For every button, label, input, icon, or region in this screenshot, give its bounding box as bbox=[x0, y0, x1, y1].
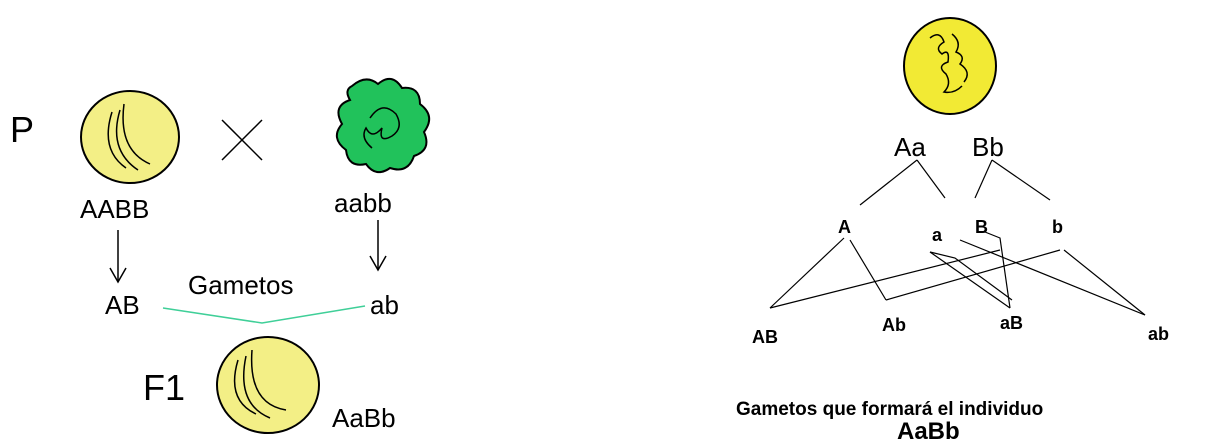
combination-lines bbox=[769, 231, 1146, 316]
gametes-label: Gametos bbox=[188, 270, 294, 300]
f1-label: F1 bbox=[143, 367, 186, 408]
gamete-ab-lower: ab bbox=[370, 290, 399, 320]
caption-line1: Gametos que formará el individuo bbox=[736, 399, 1044, 420]
gamete-AB: AB bbox=[752, 327, 778, 347]
parent1-genotype: AABB bbox=[80, 194, 150, 224]
gamete-union-line bbox=[162, 305, 366, 324]
smooth-yellow-pea-icon bbox=[80, 90, 180, 184]
allele-a: a bbox=[932, 225, 943, 245]
parent2-genotype: aabb bbox=[334, 188, 392, 218]
arrow-down-left-icon bbox=[109, 230, 127, 284]
wrinkled-green-pea-icon bbox=[335, 77, 431, 174]
cross-icon bbox=[221, 119, 263, 161]
allele-B: B bbox=[975, 217, 988, 237]
f1-genotype: AaBb bbox=[332, 403, 396, 433]
arrow-down-right-icon bbox=[369, 220, 387, 272]
gamete-ab-upper: AB bbox=[105, 290, 140, 320]
gamete-ab: ab bbox=[1148, 324, 1170, 344]
f1-smooth-yellow-pea-icon bbox=[216, 336, 320, 434]
hybrid-pea-icon bbox=[903, 17, 997, 115]
allele-b: b bbox=[1052, 217, 1063, 237]
gamete-aB: aB bbox=[1000, 313, 1024, 333]
gene-b-pair: Bb bbox=[972, 132, 1004, 162]
allele-A: A bbox=[838, 217, 851, 237]
gene-a-pair: Aa bbox=[894, 132, 926, 162]
gamete-Ab: Ab bbox=[882, 315, 906, 335]
parent-generation-label: P bbox=[10, 109, 35, 150]
caption-line2: AaBb bbox=[897, 418, 960, 445]
segregation-lines bbox=[859, 159, 1051, 206]
